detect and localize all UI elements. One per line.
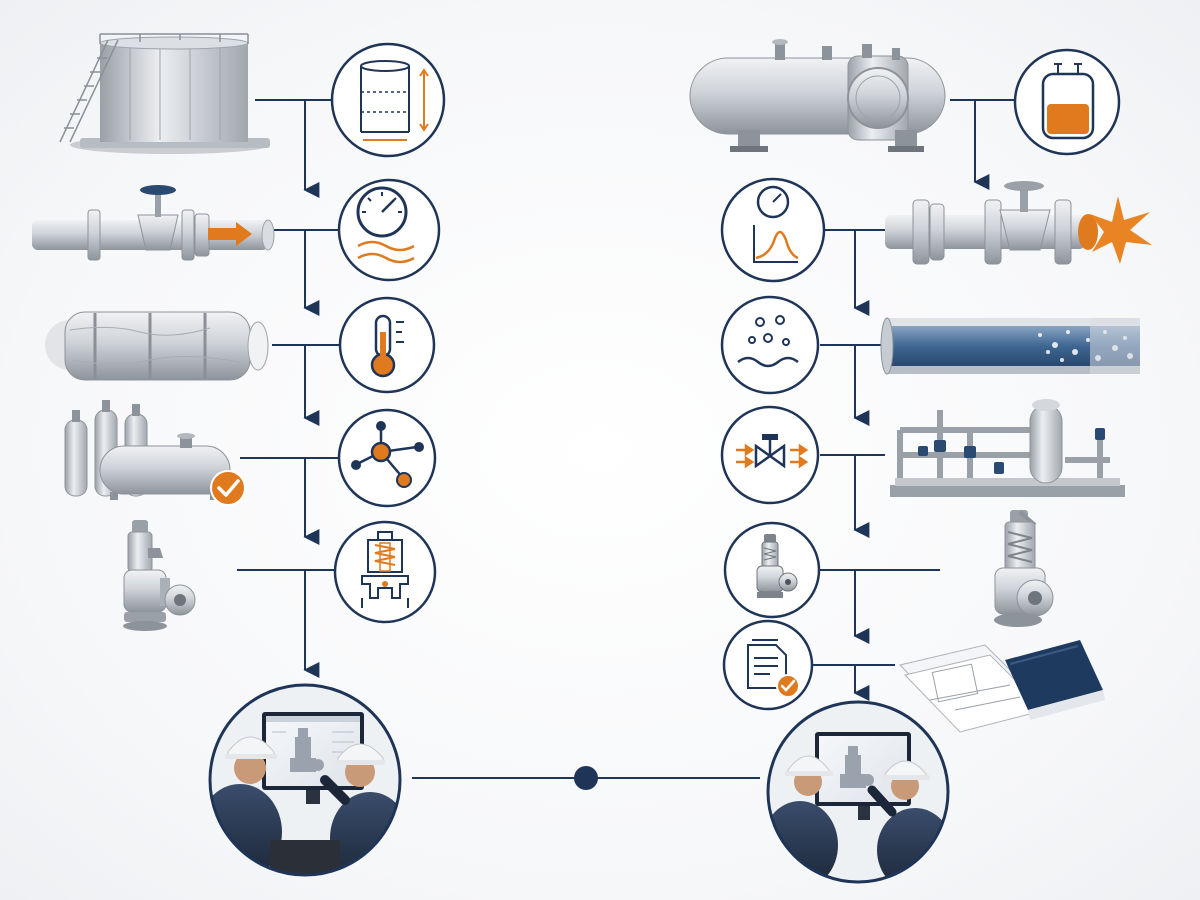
storage-tank xyxy=(59,33,270,154)
liquid-level-vessel-icon xyxy=(1013,48,1121,156)
engineers-scene-right xyxy=(766,700,950,884)
valve-fire-exposure xyxy=(885,181,1152,265)
piping-skid xyxy=(890,399,1125,497)
approved-check-icon xyxy=(210,470,246,506)
molecule-icon xyxy=(337,408,437,508)
gas-cylinders xyxy=(64,400,231,500)
pipe-with-valve xyxy=(32,185,275,261)
thermometer-icon xyxy=(338,296,436,394)
two-phase-pipe-section xyxy=(880,317,1140,375)
pressure-gauge-wave-icon xyxy=(337,178,441,282)
relief-valve-left xyxy=(123,520,196,631)
center-join-node xyxy=(412,766,760,790)
tank-dimensions-icon xyxy=(330,42,446,158)
engineers-scene-left xyxy=(208,683,402,877)
safety-valve-icon xyxy=(723,521,821,619)
gauge-distribution-curve-icon xyxy=(720,177,826,283)
document-checklist-icon xyxy=(722,619,814,711)
documentation-drawings xyxy=(899,640,1105,733)
left-connectors xyxy=(237,99,340,678)
control-valve-flow-icon xyxy=(720,405,820,505)
relief-valve-right xyxy=(994,510,1054,627)
insulated-vessel xyxy=(45,311,269,381)
right-connectors xyxy=(812,99,1016,701)
horizontal-pressure-vessel xyxy=(689,39,946,152)
relief-valve-cutaway-icon xyxy=(333,520,437,624)
bubbles-liquid-icon xyxy=(720,295,820,395)
